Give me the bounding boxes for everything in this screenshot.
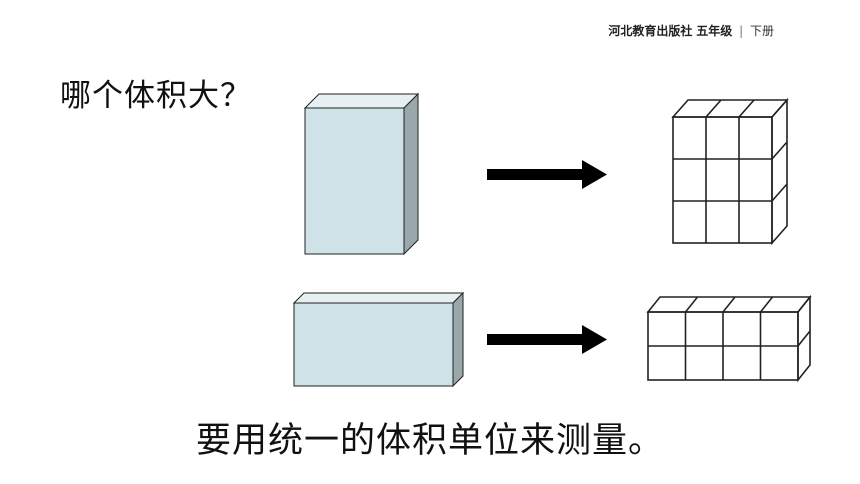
- volume-label: 下册: [749, 24, 774, 38]
- publisher-header: 河北教育出版社 五年级 | 下册: [608, 22, 774, 39]
- wide-box-top: [292, 292, 465, 304]
- tall-box-top: [303, 93, 420, 109]
- header-separator: |: [739, 24, 744, 38]
- wide-box: [292, 291, 465, 388]
- tall-box: [303, 92, 420, 256]
- top-arrow: [487, 160, 607, 189]
- tall-cube-grid: [671, 97, 789, 246]
- grade-label: 五年级: [696, 24, 733, 38]
- wide-box-side: [452, 291, 464, 388]
- wide-box-front: [293, 302, 454, 387]
- conclusion-text: 要用统一的体积单位来测量。: [195, 421, 664, 461]
- wide-cube-grid: [646, 294, 812, 383]
- bottom-arrow: [487, 325, 607, 354]
- publisher-name: 河北教育出版社: [608, 24, 693, 38]
- tall-box-front: [304, 107, 405, 255]
- question-title: 哪个体积大？: [60, 78, 252, 114]
- tall-box-side: [403, 92, 419, 256]
